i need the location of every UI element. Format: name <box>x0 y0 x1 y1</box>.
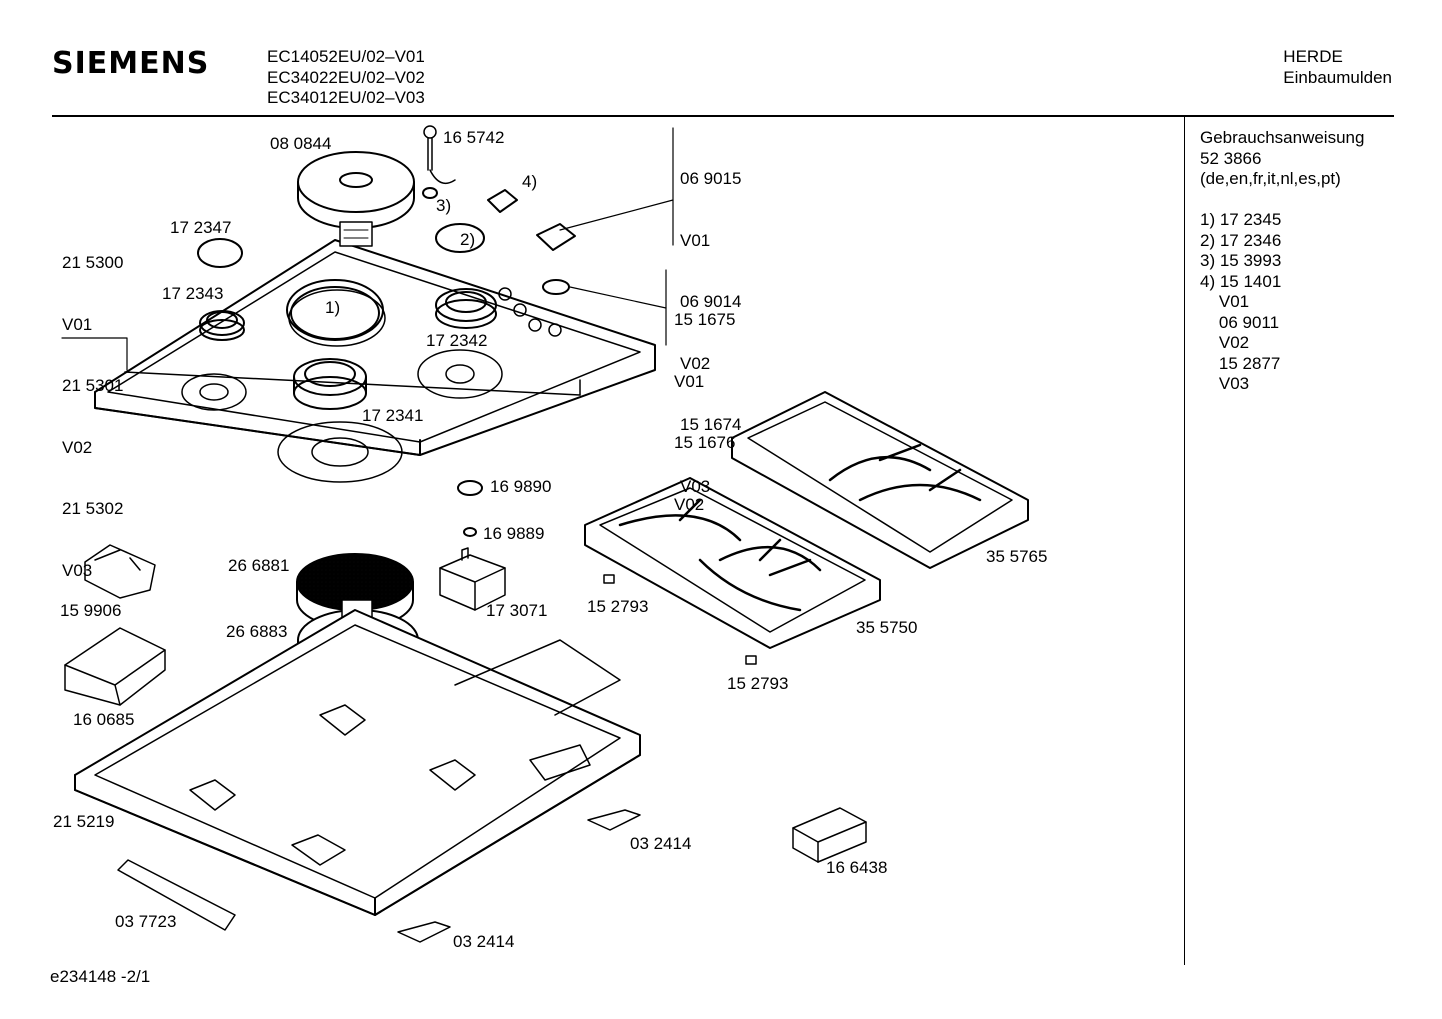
pan-support-355765 <box>731 391 1029 569</box>
clip-032414 <box>587 809 641 831</box>
part-label: 17 2341 <box>362 406 424 425</box>
part-label: 16 0685 <box>73 710 135 729</box>
side-line: Gebrauchsanweisung <box>1200 128 1365 147</box>
part-label: 06 9015 <box>680 169 742 188</box>
cooktop-plate <box>94 239 656 456</box>
ring-169889 <box>463 527 477 537</box>
part-label: 1) <box>325 298 341 317</box>
part-label: 21 5300 <box>62 253 124 272</box>
part-label: 17 2342 <box>426 331 488 350</box>
model-list: EC14052EU/02–V01 EC34022EU/02–V02 EC3401… <box>267 47 425 109</box>
side-line: 3) 15 3993 <box>1200 251 1282 270</box>
part-label: 06 9014 <box>680 292 742 311</box>
part-label: 16 6438 <box>826 858 888 877</box>
sealing-ring-172347 <box>197 238 243 268</box>
side-line: V02 <box>1200 333 1250 352</box>
control-knob <box>536 223 576 295</box>
part-label: 03 2414 <box>453 932 515 951</box>
leader-lines <box>61 127 674 371</box>
side-divider <box>1184 117 1185 965</box>
cover-160685 <box>64 627 166 706</box>
part-label: 03 7723 <box>115 912 177 931</box>
side-line: (de,en,fr,it,nl,es,pt) <box>1200 169 1341 188</box>
part-label: 17 2343 <box>162 284 224 303</box>
pan-support-355750 <box>584 477 881 649</box>
burner-mounts <box>189 704 476 866</box>
side-line: 1) 17 2345 <box>1200 210 1282 229</box>
part-label: 26 6881 <box>228 556 290 575</box>
ignition-unit-159906 <box>84 544 156 599</box>
brand-logo: SIEMENS <box>52 46 210 81</box>
side-line: 4) 15 1401 <box>1200 271 1282 291</box>
side-line: V01 <box>1200 292 1250 311</box>
category-line: HERDE <box>1283 47 1343 66</box>
part-group-215300: 21 5300 V01 21 5301 V02 21 5302 V03 <box>62 212 123 602</box>
part-label: 21 5219 <box>53 812 115 831</box>
side-panel: Gebrauchsanweisung 52 3866 (de,en,fr,it,… <box>1200 128 1364 395</box>
part-label: 4) <box>522 172 538 191</box>
strip-037723 <box>117 859 236 931</box>
switch-173071 <box>439 547 506 611</box>
part-2-disc <box>435 223 485 253</box>
part-label: 15 9906 <box>60 601 122 620</box>
part-label: V01 <box>62 314 93 334</box>
side-line: 06 9011 <box>1200 312 1280 332</box>
category-label: HERDE Einbaumulden <box>1283 47 1392 88</box>
thermocouple-165742 <box>423 125 456 185</box>
burner-ring-172341 <box>293 358 367 410</box>
part-label: V01 <box>680 230 711 250</box>
part-label: 08 0844 <box>270 134 332 153</box>
part-label: V02 <box>674 494 705 514</box>
ring-169890 <box>457 480 483 496</box>
part-label: 15 1676 <box>674 433 736 452</box>
hotplate-080844 <box>297 151 415 247</box>
part-label: 15 1674 <box>680 415 742 434</box>
burner-ring-172343 <box>199 310 245 341</box>
bottom-housing-215219 <box>74 609 641 916</box>
part-3 <box>422 187 438 199</box>
part-label: 17 3071 <box>486 601 548 620</box>
part-label: V02 <box>62 437 93 457</box>
part-label: 16 9889 <box>483 524 545 543</box>
foot-pad-152793 <box>603 574 615 584</box>
part-label: 03 2414 <box>630 834 692 853</box>
clip-032414 <box>397 921 451 943</box>
burner-openings <box>181 287 562 483</box>
part-label: 26 6883 <box>226 622 288 641</box>
box-166438 <box>792 807 867 863</box>
part-label: 35 5750 <box>856 618 918 637</box>
foot-pad-152793 <box>745 655 757 665</box>
part-label: 15 1675 <box>674 310 736 329</box>
part-label: 21 5302 <box>62 499 124 518</box>
part-label: 16 9890 <box>490 477 552 496</box>
part-label: 21 5301 <box>62 376 124 395</box>
knob-4 <box>487 189 518 213</box>
side-line: V03 <box>1200 374 1250 393</box>
part-label: 17 2347 <box>170 218 232 237</box>
part-group-151675: 15 1675 V01 15 1676 V02 <box>674 269 735 536</box>
part-group-069015: 06 9015 V01 06 9014 V02 15 1674 V03 <box>680 128 741 518</box>
part-label: 15 2793 <box>587 597 649 616</box>
part-label: V02 <box>680 353 711 373</box>
side-line: 2) 17 2346 <box>1200 230 1282 250</box>
burner-ring-172342 <box>435 288 497 329</box>
part-label: V01 <box>674 371 705 391</box>
hotplate-1 <box>286 279 386 347</box>
model-number: EC34022EU/02–V02 <box>267 67 425 87</box>
part-label: V03 <box>62 560 93 580</box>
model-number: EC34012EU/02–V03 <box>267 88 425 107</box>
model-number: EC14052EU/02–V01 <box>267 47 425 66</box>
part-label: 2) <box>460 230 476 249</box>
side-line: 52 3866 <box>1200 148 1262 168</box>
header-rule <box>52 115 1394 117</box>
part-label: 15 2793 <box>727 674 789 693</box>
side-line: 15 2877 <box>1200 353 1281 373</box>
part-label: 3) <box>436 196 452 215</box>
document-id: e234148 -2/1 <box>50 967 151 986</box>
category-line: Einbaumulden <box>1283 67 1392 87</box>
part-label: 35 5765 <box>986 547 1048 566</box>
part-label: 16 5742 <box>443 128 505 147</box>
part-label: V03 <box>680 476 711 496</box>
